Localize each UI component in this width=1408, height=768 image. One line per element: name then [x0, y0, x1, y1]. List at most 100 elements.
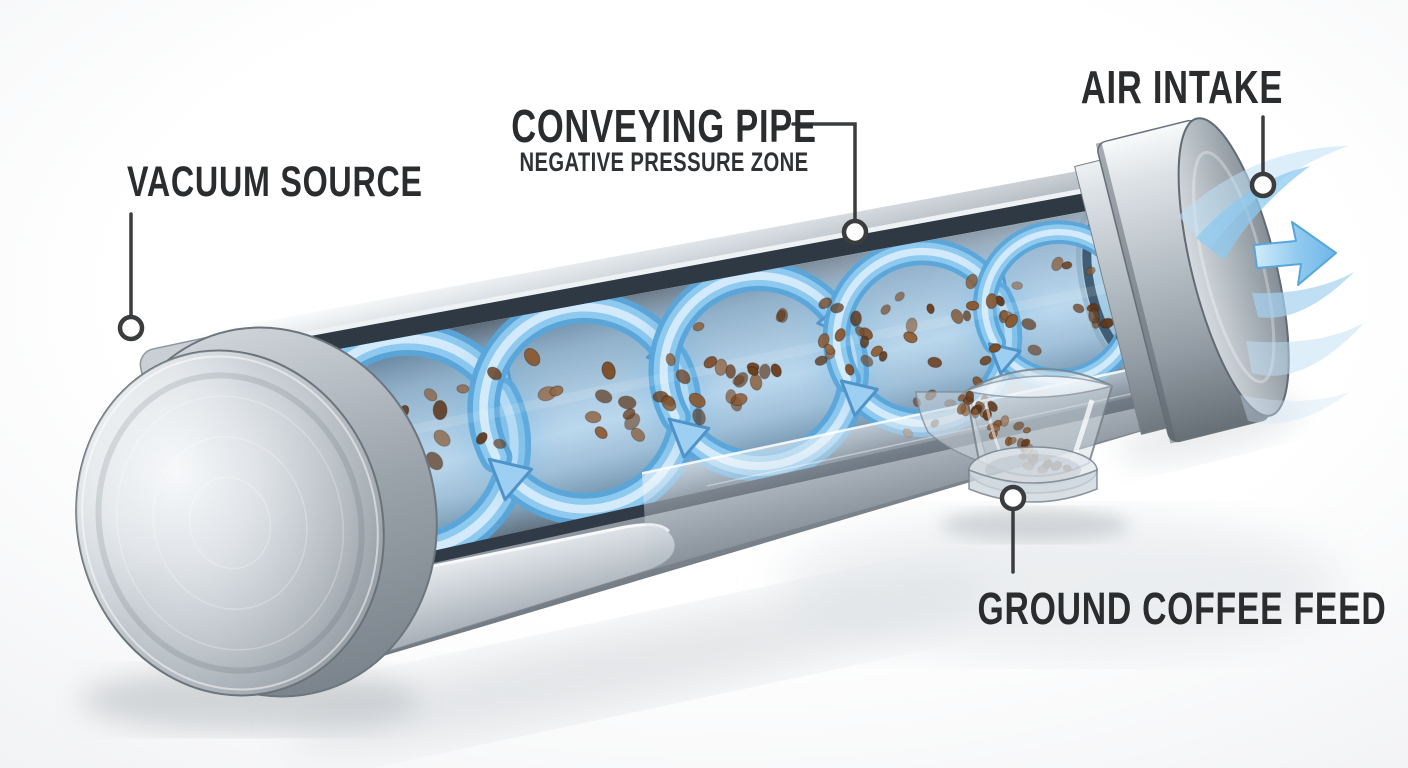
coffee-particle: [594, 389, 613, 404]
coffee-particle: [733, 371, 749, 388]
leader-marker-vacuum-source: [117, 314, 145, 342]
coffee-particle: [423, 388, 438, 402]
coffee-particle: [1072, 303, 1085, 314]
swirl-arrow-arc: [659, 271, 837, 422]
coffee-particle: [493, 438, 507, 449]
coffee-particle: [1061, 261, 1073, 270]
coffee-particle: [1000, 415, 1010, 427]
coffee-particle: [703, 356, 718, 369]
coffee-particle: [622, 408, 636, 420]
coffee-particle: [926, 303, 935, 315]
coffee-particle: [661, 395, 677, 412]
coffee-particle: [714, 358, 728, 376]
coffee-particle: [986, 400, 998, 412]
coffee-particle: [965, 300, 980, 311]
funnel-foot-inner-shade: [985, 454, 1081, 486]
coffee-particle: [855, 326, 865, 337]
coffee-particle: [549, 385, 564, 397]
label-ground-coffee-feed: GROUND COFFEE FEED: [977, 584, 1386, 634]
coffee-particle: [1007, 436, 1017, 445]
coffee-particle: [1021, 438, 1031, 447]
coffee-particle: [688, 392, 706, 408]
coffee-particle: [617, 395, 637, 410]
coffee-particle: [1027, 344, 1042, 356]
swirl-arrowhead: [667, 417, 711, 459]
coffee-particle: [776, 307, 789, 324]
air-intake-flow: [1178, 146, 1364, 424]
coffee-particle: [965, 390, 975, 403]
coffee-particle: [1005, 313, 1019, 329]
coffee-particle: [870, 345, 884, 357]
coffee-particle: [956, 403, 967, 415]
coffee-particle: [665, 353, 676, 367]
label-vacuum-source: VACUUM SOURCE: [127, 159, 423, 207]
swirl-arrowhead: [487, 457, 534, 502]
coffee-particle: [965, 273, 978, 290]
pipe-top-rim: [199, 171, 1081, 351]
coffee-particle: [950, 308, 964, 325]
coffee-particle: [1051, 256, 1064, 272]
cap-brush-ring-1: [95, 372, 365, 674]
pipe-shadow: [287, 577, 993, 747]
leader-line-conveying-pipe: [791, 122, 857, 222]
coffee-particle: [988, 343, 1001, 353]
annotations: VACUUM SOURCE CONVEYING PIPE NEGATIVE PR…: [117, 61, 1386, 634]
coffee-particle: [814, 355, 828, 366]
coffee-particle: [523, 348, 541, 367]
coffee-particle: [962, 310, 972, 322]
air-wisp-upper-inner: [1196, 166, 1310, 260]
coffee-particle: [1021, 318, 1037, 331]
cap-brush-ring-2: [115, 395, 345, 651]
leader-marker-conveying-pipe: [841, 218, 869, 246]
feed-funnel: [915, 368, 1115, 503]
coffee-particle: [880, 304, 891, 315]
coffee-particle: [860, 354, 874, 368]
funnel-highlight-left: [984, 401, 1002, 453]
coffee-particle: [770, 363, 782, 378]
cap-rim-highlight: [81, 355, 379, 691]
coffee-particle: [601, 361, 616, 380]
air-wisp-lower: [1246, 323, 1364, 376]
coffee-particle: [692, 408, 706, 426]
coffee-particle: [433, 429, 451, 447]
coffee-particle: [849, 310, 862, 327]
collar-seam: [1095, 142, 1177, 444]
coffee-particle: [594, 426, 608, 440]
coffee-particle: [584, 410, 602, 424]
ambient-shadow: [780, 515, 1340, 655]
pipe-top-hairline: [199, 168, 1077, 335]
leader-marker-air-intake: [1249, 171, 1277, 199]
coffee-particle: [905, 317, 918, 334]
coffee-particle: [1088, 308, 1100, 324]
coffee-particle: [834, 328, 846, 342]
swirl-arrow-arc: [832, 247, 993, 383]
coffee-particle-stream: [308, 256, 1134, 507]
coffee-particle: [957, 394, 967, 402]
label-conveying-pipe: CONVEYING PIPE: [511, 100, 817, 152]
coffee-particle: [432, 399, 448, 421]
coffee-particle: [1022, 427, 1032, 434]
swirl-arrow-arc: [981, 228, 1120, 346]
coffee-particle: [878, 350, 888, 362]
vacuum-end-cap: [75, 326, 438, 698]
swirl-arrowhead: [839, 379, 879, 417]
leader-marker-ground-coffee-feed: [999, 484, 1027, 512]
cap-brush-ring-4: [188, 476, 272, 570]
coffee-particle: [971, 407, 980, 419]
coffee-particle: [1011, 281, 1023, 291]
coffee-particle: [630, 427, 646, 442]
coffee-particle: [692, 321, 705, 332]
coffee-particle: [817, 333, 830, 349]
air-wisp-mid: [1252, 272, 1354, 318]
coffee-particle: [985, 293, 998, 310]
coffee-particle: [894, 291, 905, 302]
coffee-particle: [844, 363, 855, 376]
cap-brush-ring-3: [152, 436, 308, 610]
coffee-particle: [975, 400, 986, 412]
air-intake-arrow-icon: [1253, 221, 1337, 286]
coffee-particle: [1013, 421, 1025, 431]
coffee-particle: [456, 384, 470, 394]
coffee-particle: [927, 356, 943, 368]
